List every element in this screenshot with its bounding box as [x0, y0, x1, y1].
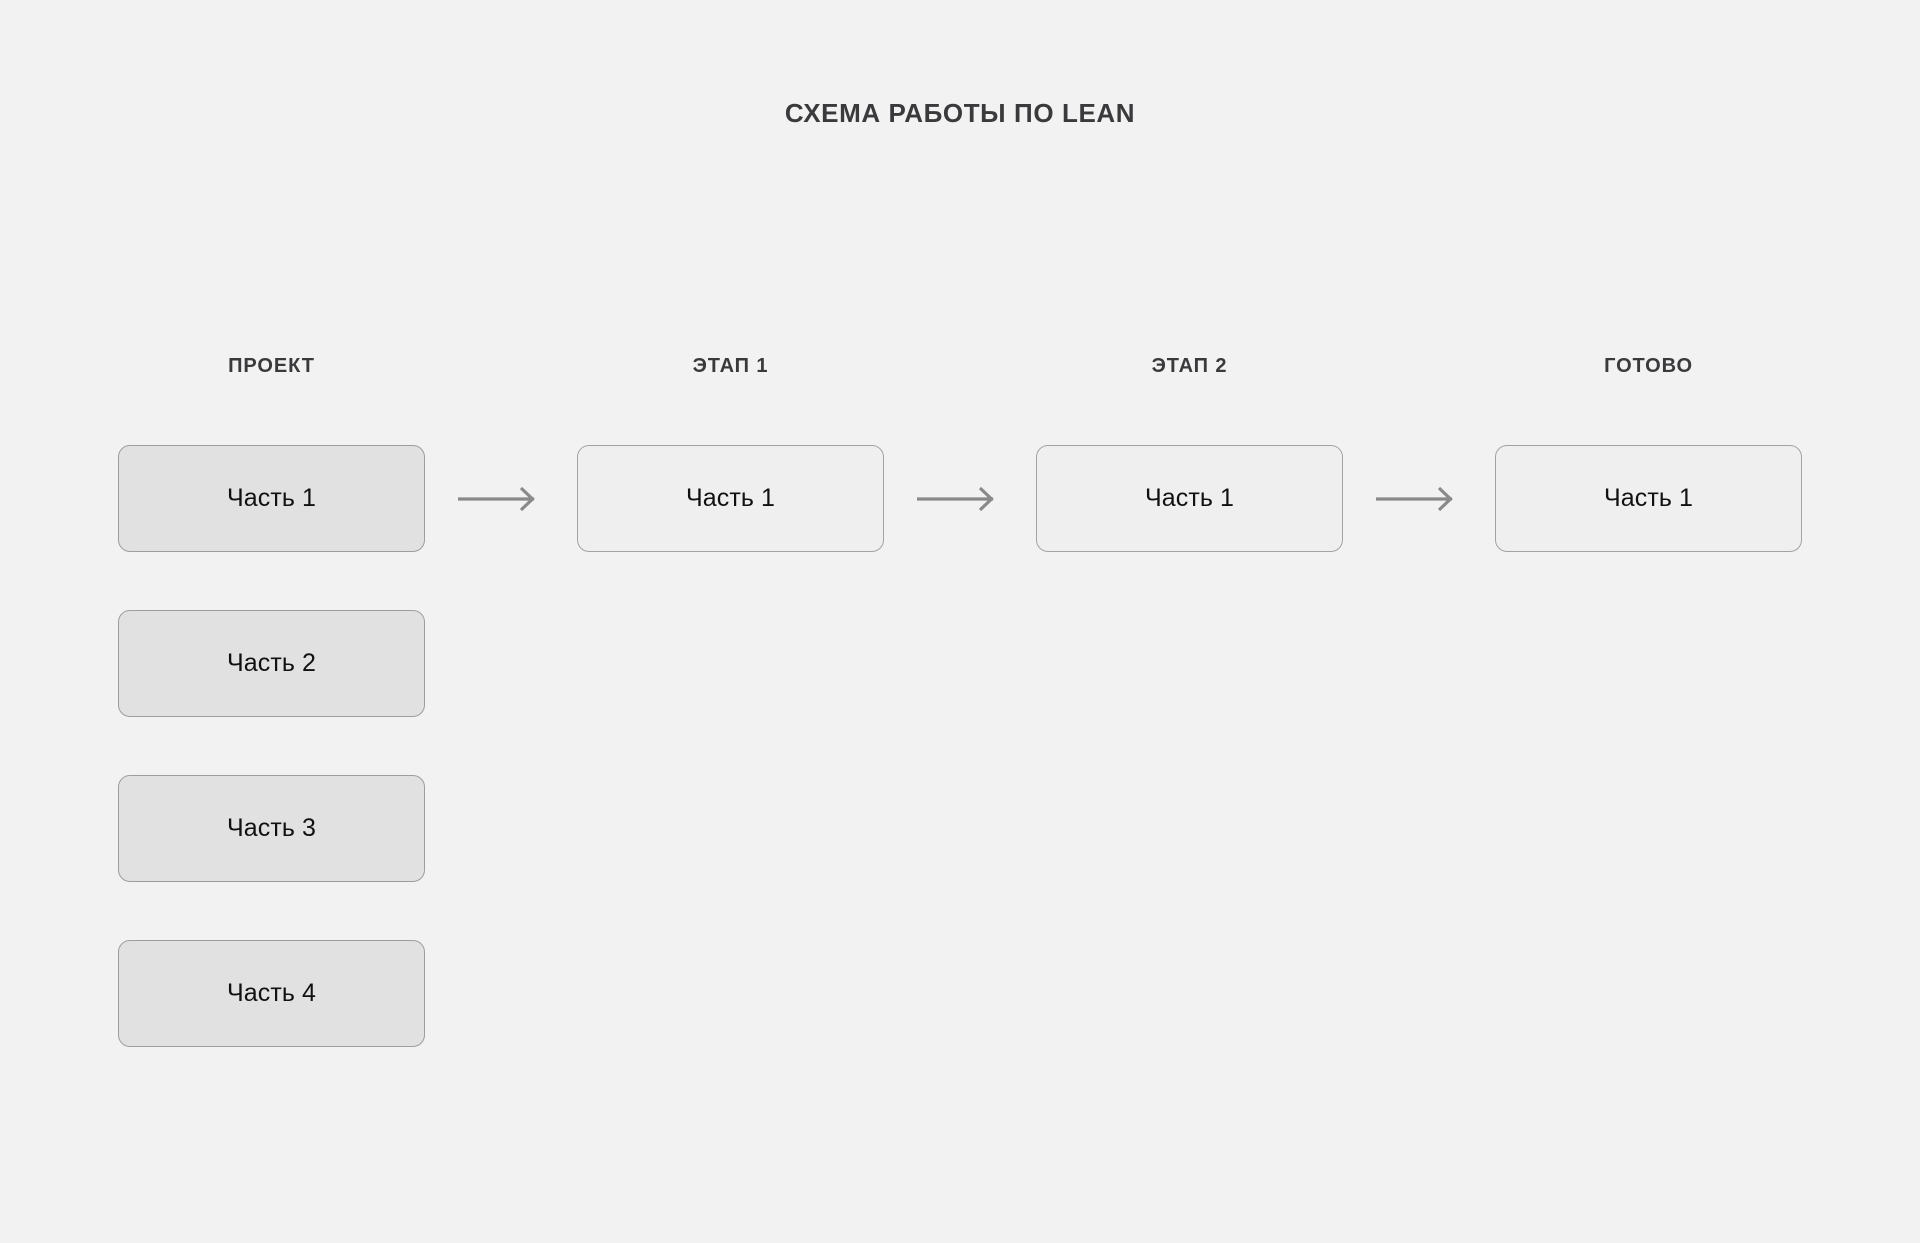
task-card[interactable]: Часть 4: [118, 940, 425, 1047]
arrow-right-icon: [457, 486, 545, 512]
task-card[interactable]: Часть 2: [118, 610, 425, 717]
task-card[interactable]: Часть 1: [118, 445, 425, 552]
task-card-label: Часть 1: [226, 484, 317, 512]
board-column-stage1: ЭТАП 1 Часть 1: [577, 355, 884, 552]
task-card-label: Часть 3: [226, 814, 317, 842]
lean-board: ПРОЕКТ Часть 1 Часть 2 Часть 3 Часть 4: [118, 355, 1802, 1047]
task-card[interactable]: Часть 1: [1495, 445, 1802, 552]
card-stack-stage2: Часть 1: [1036, 445, 1343, 552]
connector-project-to-stage1: [425, 445, 577, 552]
card-stack-stage1: Часть 1: [577, 445, 884, 552]
task-card-label: Часть 1: [1603, 484, 1694, 512]
column-header-stage2: ЭТАП 2: [1151, 355, 1228, 377]
column-header-project: ПРОЕКТ: [228, 355, 315, 377]
task-card[interactable]: Часть 1: [1036, 445, 1343, 552]
task-card-label: Часть 1: [685, 484, 776, 512]
board-column-stage2: ЭТАП 2 Часть 1: [1036, 355, 1343, 552]
card-stack-done: Часть 1: [1495, 445, 1802, 552]
arrow-right-icon: [1375, 486, 1463, 512]
page-title: СХЕМА РАБОТЫ ПО LEAN: [784, 98, 1136, 128]
board-column-done: ГОТОВО Часть 1: [1495, 355, 1802, 552]
connector-stage2-to-done: [1343, 445, 1495, 552]
task-card[interactable]: Часть 3: [118, 775, 425, 882]
task-card-label: Часть 4: [226, 979, 317, 1007]
task-card-label: Часть 2: [226, 649, 317, 677]
card-stack-project: Часть 1 Часть 2 Часть 3 Часть 4: [118, 445, 425, 1047]
connector-stage1-to-stage2: [884, 445, 1036, 552]
arrow-right-icon: [916, 486, 1004, 512]
column-header-done: ГОТОВО: [1604, 355, 1693, 377]
task-card-label: Часть 1: [1144, 484, 1235, 512]
board-column-project: ПРОЕКТ Часть 1 Часть 2 Часть 3 Часть 4: [118, 355, 425, 1047]
column-header-stage1: ЭТАП 1: [692, 355, 769, 377]
task-card[interactable]: Часть 1: [577, 445, 884, 552]
